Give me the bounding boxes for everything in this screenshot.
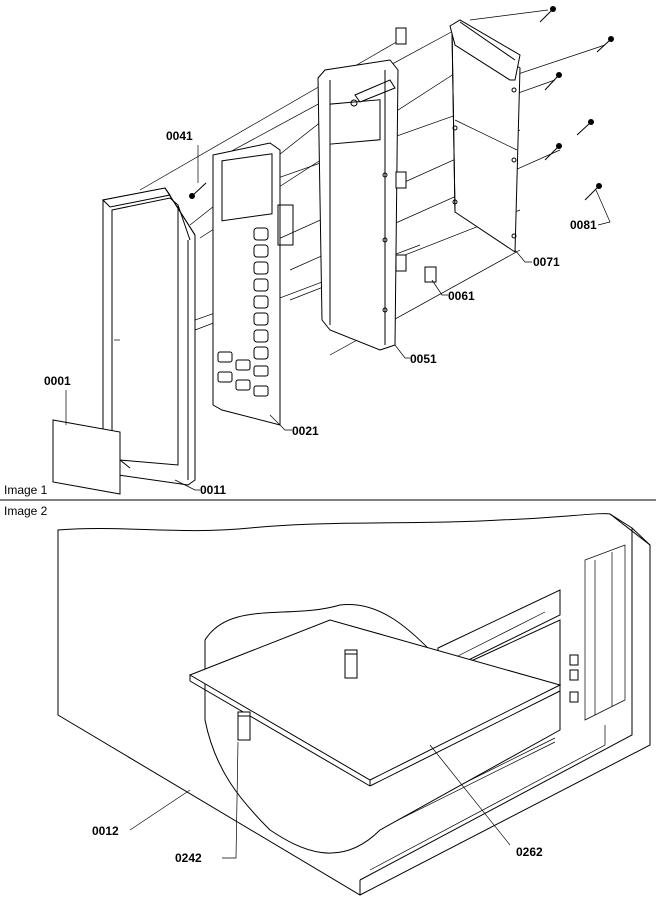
label-0012: 0012 [92,824,119,838]
label-0081: 0081 [570,218,597,232]
keypad-buttons [217,227,269,397]
label-0021: 0021 [292,424,319,438]
spacers-0242 [237,649,358,741]
label-leaders [65,145,611,491]
top-bar [449,19,521,81]
label-0242: 0242 [175,851,202,865]
screw-0041 [189,182,207,199]
bezel-frame-0011 [101,187,196,486]
image2-cabinet-view: Image 2 [4,504,651,896]
label-0001: 0001 [44,374,71,388]
label-0071: 0071 [533,255,560,269]
label-0061: 0061 [448,289,475,303]
label-0011: 0011 [200,483,226,497]
cabinet-0012 [57,513,651,896]
image1-exploded-view: 0041 0001 0011 0021 0051 0061 0071 0081 … [4,6,614,497]
label-0262: 0262 [516,845,543,859]
label-0041: 0041 [166,129,193,143]
bracket-0051 [317,59,399,351]
screws-0081 [539,6,614,201]
plate-0262 [188,619,562,787]
membrane-overlay-0021 [212,142,294,426]
clip-0061 [424,266,437,283]
label-plate-0001 [52,419,121,495]
label-0051: 0051 [410,352,437,366]
image2-leaders [129,741,511,859]
image1-caption: Image 1 [4,483,48,497]
image2-caption: Image 2 [4,504,48,518]
